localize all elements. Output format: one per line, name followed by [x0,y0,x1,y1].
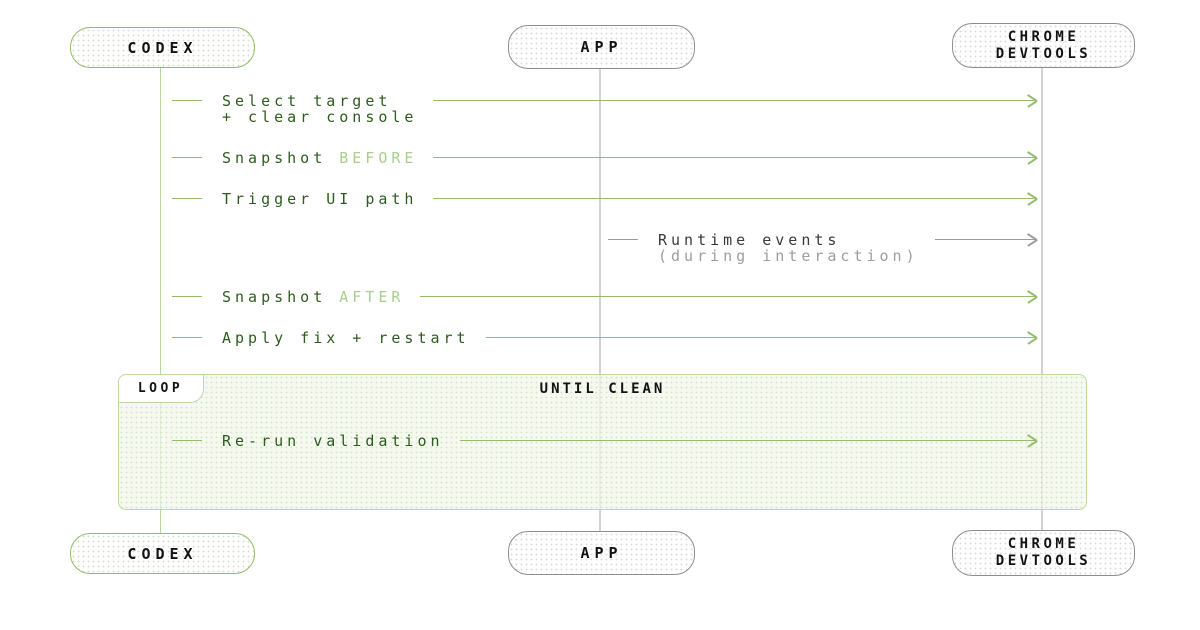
message-line-start [172,157,202,158]
actor-app-label: APP [580,544,623,562]
message-arrow [934,239,1037,241]
loop-label-tab: LOOP [117,373,204,403]
message-text: Runtime events (during interaction) [658,231,919,265]
actor-devtools-bottom: CHROME DEVTOOLS [952,530,1135,576]
loop-condition: UNTIL CLEAN [539,381,666,397]
message-arrow [433,198,1036,199]
actor-codex-label: CODEX [127,544,198,563]
loop-frame: LOOP UNTIL CLEAN [117,373,1087,510]
actor-devtools-label: CHROME DEVTOOLS [995,536,1092,569]
message-line-start [608,239,638,240]
message-line-start [172,296,202,297]
codex-lifeline [159,66,161,534]
arrowhead-icon [1036,440,1037,442]
actor-app-label: APP [580,38,623,56]
message-text: Trigger UI path [222,190,418,208]
message-arrow [433,157,1036,158]
actor-codex-bottom: CODEX [70,533,255,574]
actor-devtools-label: CHROME DEVTOOLS [995,28,1092,62]
message-arrow [433,100,1036,101]
app-lifeline [599,67,601,531]
arrowhead-icon [1036,157,1037,159]
message-apply-fix-restart: Apply fix + restart [172,330,1036,346]
message-text: Re-run validation [222,432,444,450]
arrowhead-icon [1036,337,1037,339]
devtools-lifeline [1041,66,1043,530]
message-runtime-events: Runtime events (during interaction) [608,232,1036,264]
message-rerun-validation: Re-run validation [172,433,1036,449]
arrowhead-icon [1036,239,1037,241]
message-text: Select target + clear console [222,92,418,126]
loop-label: LOOP [137,380,184,396]
actor-codex-top: CODEX [70,27,255,68]
arrowhead-icon [1036,198,1037,200]
message-trigger-ui-path: Trigger UI path [172,191,1036,207]
message-select-target: Select target + clear console [172,93,1036,125]
actor-app-bottom: APP [508,531,695,575]
actor-devtools-top: CHROME DEVTOOLS [952,23,1135,68]
message-line-start [172,337,202,338]
message-arrow [485,337,1037,339]
message-line-start [172,100,202,101]
arrowhead-icon [1036,296,1037,298]
actor-codex-label: CODEX [127,38,198,57]
message-line-start [172,198,202,199]
message-arrow [420,296,1036,297]
message-text: Apply fix + restart [222,329,470,347]
message-arrow [459,440,1037,442]
arrowhead-icon [1036,100,1037,102]
actor-app-top: APP [508,25,695,69]
message-line-start [172,440,202,441]
